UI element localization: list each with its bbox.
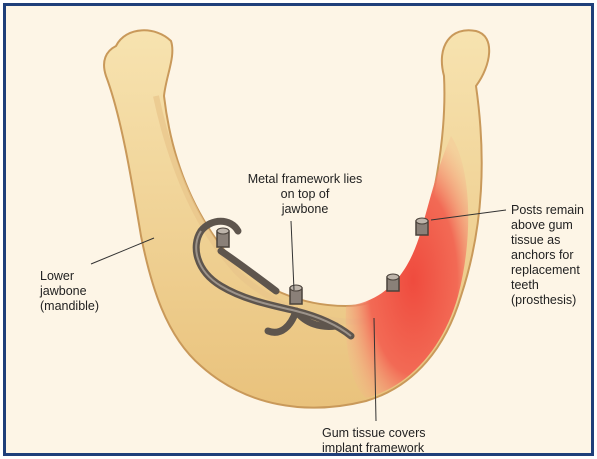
implant-post — [387, 274, 399, 291]
jaw-illustration — [6, 6, 591, 453]
implant-post — [290, 285, 302, 304]
implant-post — [217, 228, 229, 247]
gum-tissue-label: Gum tissue covers implant framework — [322, 426, 426, 456]
illustration-frame: Lower jawbone (mandible) Metal framework… — [3, 3, 594, 456]
implant-post — [416, 218, 428, 235]
mandible-label: Lower jawbone (mandible) — [40, 269, 99, 314]
framework-label: Metal framework lies on top of jawbone — [230, 172, 380, 217]
posts-label: Posts remain above gum tissue as anchors… — [511, 203, 584, 308]
